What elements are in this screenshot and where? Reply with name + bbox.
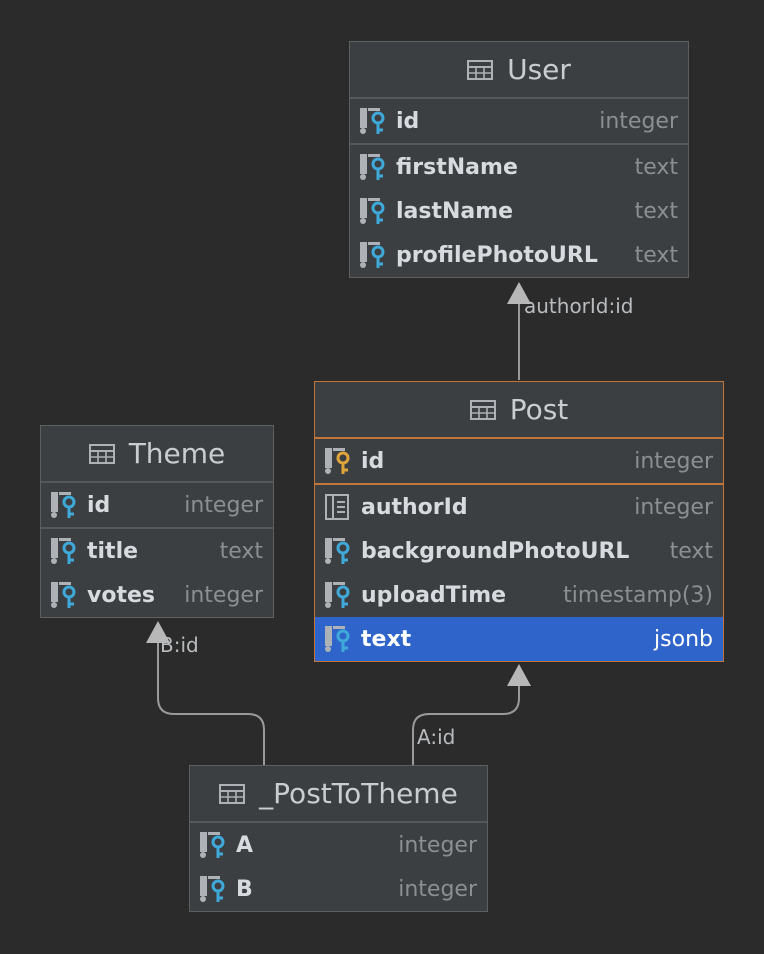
column-name: B bbox=[236, 876, 253, 902]
column-type: text bbox=[634, 242, 678, 268]
indexed-column-icon bbox=[51, 538, 76, 564]
column-name: votes bbox=[87, 582, 155, 608]
column-type: text bbox=[634, 154, 678, 180]
column-type: text bbox=[634, 198, 678, 224]
column-row-uploadTime[interactable]: uploadTime timestamp(3) bbox=[315, 573, 723, 617]
column-name: uploadTime bbox=[361, 582, 507, 608]
column-row-votes[interactable]: votes integer bbox=[41, 573, 273, 617]
indexed-column-icon bbox=[325, 626, 350, 652]
column-type: integer bbox=[599, 108, 678, 134]
table-icon bbox=[88, 443, 115, 464]
indexed-column-icon bbox=[200, 876, 225, 902]
primary-key-column-icon bbox=[51, 492, 76, 518]
column-type: integer bbox=[634, 448, 713, 474]
table-icon bbox=[219, 783, 246, 804]
indexed-column-icon bbox=[51, 582, 76, 608]
column-type: integer bbox=[184, 492, 263, 518]
indexed-column-icon bbox=[360, 154, 385, 180]
column-row-title[interactable]: title text bbox=[41, 529, 273, 573]
edge-ptt-post[interactable] bbox=[412, 684, 520, 765]
column-row-authorId[interactable]: authorId integer bbox=[315, 485, 723, 529]
edge-label-ptt-theme: B:id bbox=[160, 633, 199, 657]
table-icon bbox=[467, 59, 494, 80]
column-type: text bbox=[669, 538, 713, 564]
arrowhead-post bbox=[507, 664, 531, 686]
column-type: integer bbox=[634, 494, 713, 520]
column-type: text bbox=[219, 538, 263, 564]
arrowhead-theme bbox=[146, 621, 170, 643]
table-name: Theme bbox=[128, 437, 226, 470]
column-name: A bbox=[236, 832, 254, 858]
edge-label-post-user: authorId:id bbox=[524, 294, 634, 318]
column-row-id[interactable]: id integer bbox=[315, 439, 723, 485]
edge-label-ptt-post: A:id bbox=[417, 725, 456, 749]
indexed-column-icon bbox=[360, 198, 385, 224]
column-name: authorId bbox=[361, 494, 468, 520]
table-header[interactable]: _PostToTheme bbox=[190, 766, 487, 823]
column-name: firstName bbox=[396, 154, 518, 180]
column-name: text bbox=[361, 626, 412, 652]
table-header[interactable]: User bbox=[350, 42, 688, 99]
indexed-column-icon bbox=[360, 242, 385, 268]
column-name: lastName bbox=[396, 198, 514, 224]
table-header[interactable]: Theme bbox=[41, 426, 273, 483]
edge-ptt-theme[interactable] bbox=[157, 638, 265, 765]
table-name: Post bbox=[509, 393, 569, 426]
column-row-backgroundPhotoURL[interactable]: backgroundPhotoURL text bbox=[315, 529, 723, 573]
column-type: integer bbox=[398, 832, 477, 858]
foreign-key-column-icon bbox=[325, 494, 349, 520]
column-name: title bbox=[87, 538, 139, 564]
arrowhead-user bbox=[507, 282, 531, 304]
table-name: _PostToTheme bbox=[259, 777, 458, 810]
table-header[interactable]: Post bbox=[315, 382, 723, 439]
column-name: id bbox=[396, 108, 420, 134]
column-type: jsonb bbox=[654, 626, 713, 652]
column-type: timestamp(3) bbox=[563, 582, 713, 608]
column-type: integer bbox=[184, 582, 263, 608]
column-name: profilePhotoURL bbox=[396, 242, 598, 268]
table-name: User bbox=[507, 53, 571, 86]
column-row-text[interactable]: text jsonb bbox=[315, 617, 723, 661]
column-row-profilePhotoURL[interactable]: profilePhotoURL text bbox=[350, 233, 688, 277]
column-row-id[interactable]: id integer bbox=[350, 99, 688, 145]
column-row-lastName[interactable]: lastName text bbox=[350, 189, 688, 233]
primary-key-column-icon bbox=[325, 448, 350, 474]
column-name: backgroundPhotoURL bbox=[361, 538, 630, 564]
column-row-id[interactable]: id integer bbox=[41, 483, 273, 529]
column-name: id bbox=[87, 492, 111, 518]
column-row-firstName[interactable]: firstName text bbox=[350, 145, 688, 189]
indexed-column-icon bbox=[325, 582, 350, 608]
indexed-column-icon bbox=[325, 538, 350, 564]
column-name: id bbox=[361, 448, 385, 474]
column-type: integer bbox=[398, 876, 477, 902]
indexed-column-icon bbox=[200, 832, 225, 858]
table-icon bbox=[469, 399, 496, 420]
primary-key-column-icon bbox=[360, 108, 385, 134]
